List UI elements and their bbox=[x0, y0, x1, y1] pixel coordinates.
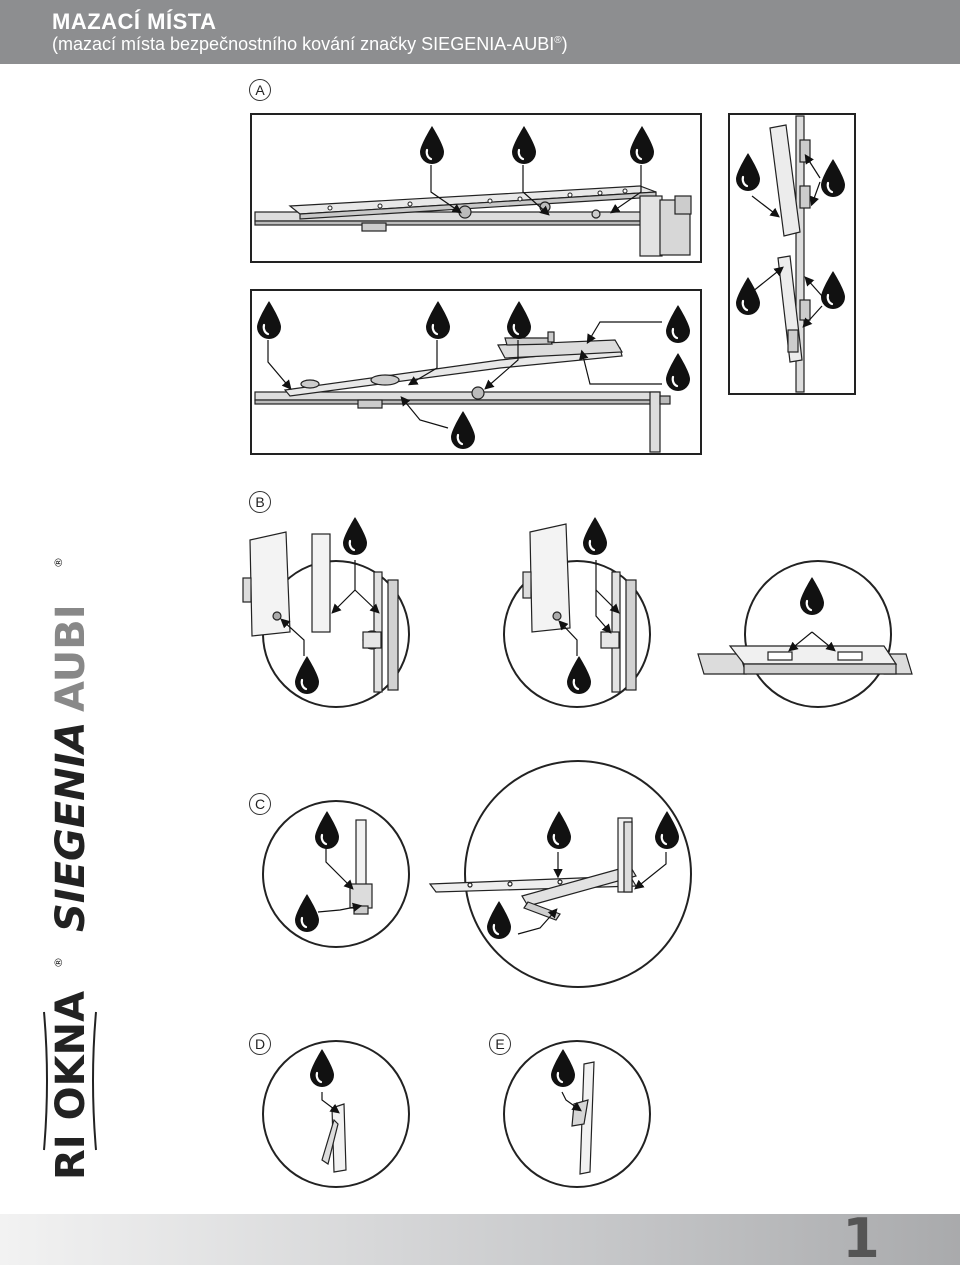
circle-b3 bbox=[744, 560, 892, 708]
oil-drop-icon bbox=[424, 300, 452, 340]
oil-drop-icon bbox=[664, 304, 692, 344]
page-subtitle: (mazací místa bezpečnostního kování znač… bbox=[52, 34, 568, 54]
oil-drop-icon bbox=[819, 270, 847, 310]
brand-siegenia: SIEGENIA bbox=[48, 722, 94, 933]
oil-drop-icon bbox=[293, 655, 321, 695]
c2-hardware bbox=[428, 817, 638, 921]
oil-drop-icon bbox=[255, 300, 283, 340]
section-label-d: D bbox=[249, 1033, 271, 1055]
page-number: 1 bbox=[842, 1207, 880, 1270]
oil-drop-icon bbox=[308, 1048, 336, 1088]
d-hardware bbox=[321, 1103, 347, 1173]
oil-drop-icon bbox=[734, 276, 762, 316]
section-label-a: A bbox=[249, 79, 271, 101]
oil-drop-icon bbox=[341, 516, 369, 556]
brand-logo-vertical: RI OKNA ® SIEGENIA AUBI ® bbox=[43, 557, 97, 1180]
section-label-e: E bbox=[489, 1033, 511, 1055]
oil-drop-icon bbox=[664, 352, 692, 392]
brand-okna: RI OKNA bbox=[48, 991, 94, 1180]
oil-drop-icon bbox=[798, 576, 826, 616]
b1-hardware bbox=[242, 531, 399, 693]
oil-drop-icon bbox=[293, 893, 321, 933]
brand-aubi: AUBI bbox=[48, 604, 94, 712]
panel-a-vertical-leaders bbox=[751, 153, 823, 328]
oil-drop-icon bbox=[510, 125, 538, 165]
page-footer bbox=[0, 1214, 960, 1265]
b3-hardware bbox=[697, 645, 913, 675]
circle-c1 bbox=[262, 800, 410, 948]
oil-drop-icon bbox=[734, 152, 762, 192]
e-hardware bbox=[571, 1061, 595, 1175]
oil-drop-icon bbox=[549, 1048, 577, 1088]
panel-a-vertical-hardware bbox=[769, 115, 811, 393]
svg-text:®: ® bbox=[52, 557, 65, 568]
c1-hardware bbox=[349, 819, 373, 915]
oil-drop-icon bbox=[545, 810, 573, 850]
b2-hardware bbox=[522, 523, 637, 693]
oil-drop-icon bbox=[505, 300, 533, 340]
oil-drop-icon bbox=[565, 655, 593, 695]
oil-drop-icon bbox=[449, 410, 477, 450]
panel-a-bottom-leaders bbox=[267, 321, 662, 429]
panel-a-bottom bbox=[250, 289, 702, 455]
oil-drop-icon bbox=[313, 810, 341, 850]
oil-drop-icon bbox=[819, 158, 847, 198]
oil-drop-icon bbox=[581, 516, 609, 556]
svg-text:®: ® bbox=[52, 957, 65, 968]
section-label-c: C bbox=[249, 793, 271, 815]
page-header: MAZACÍ MÍSTA (mazací místa bezpečnostníh… bbox=[0, 0, 960, 64]
panel-a-bottom-hardware bbox=[254, 331, 671, 453]
oil-drop-icon bbox=[485, 900, 513, 940]
panel-a-top-hardware bbox=[254, 185, 692, 257]
oil-drop-icon bbox=[628, 125, 656, 165]
oil-drop-icon bbox=[418, 125, 446, 165]
panel-a-top-leaders bbox=[430, 165, 642, 216]
oil-drop-icon bbox=[653, 810, 681, 850]
section-label-b: B bbox=[249, 491, 271, 513]
page-title: MAZACÍ MÍSTA bbox=[52, 9, 217, 34]
